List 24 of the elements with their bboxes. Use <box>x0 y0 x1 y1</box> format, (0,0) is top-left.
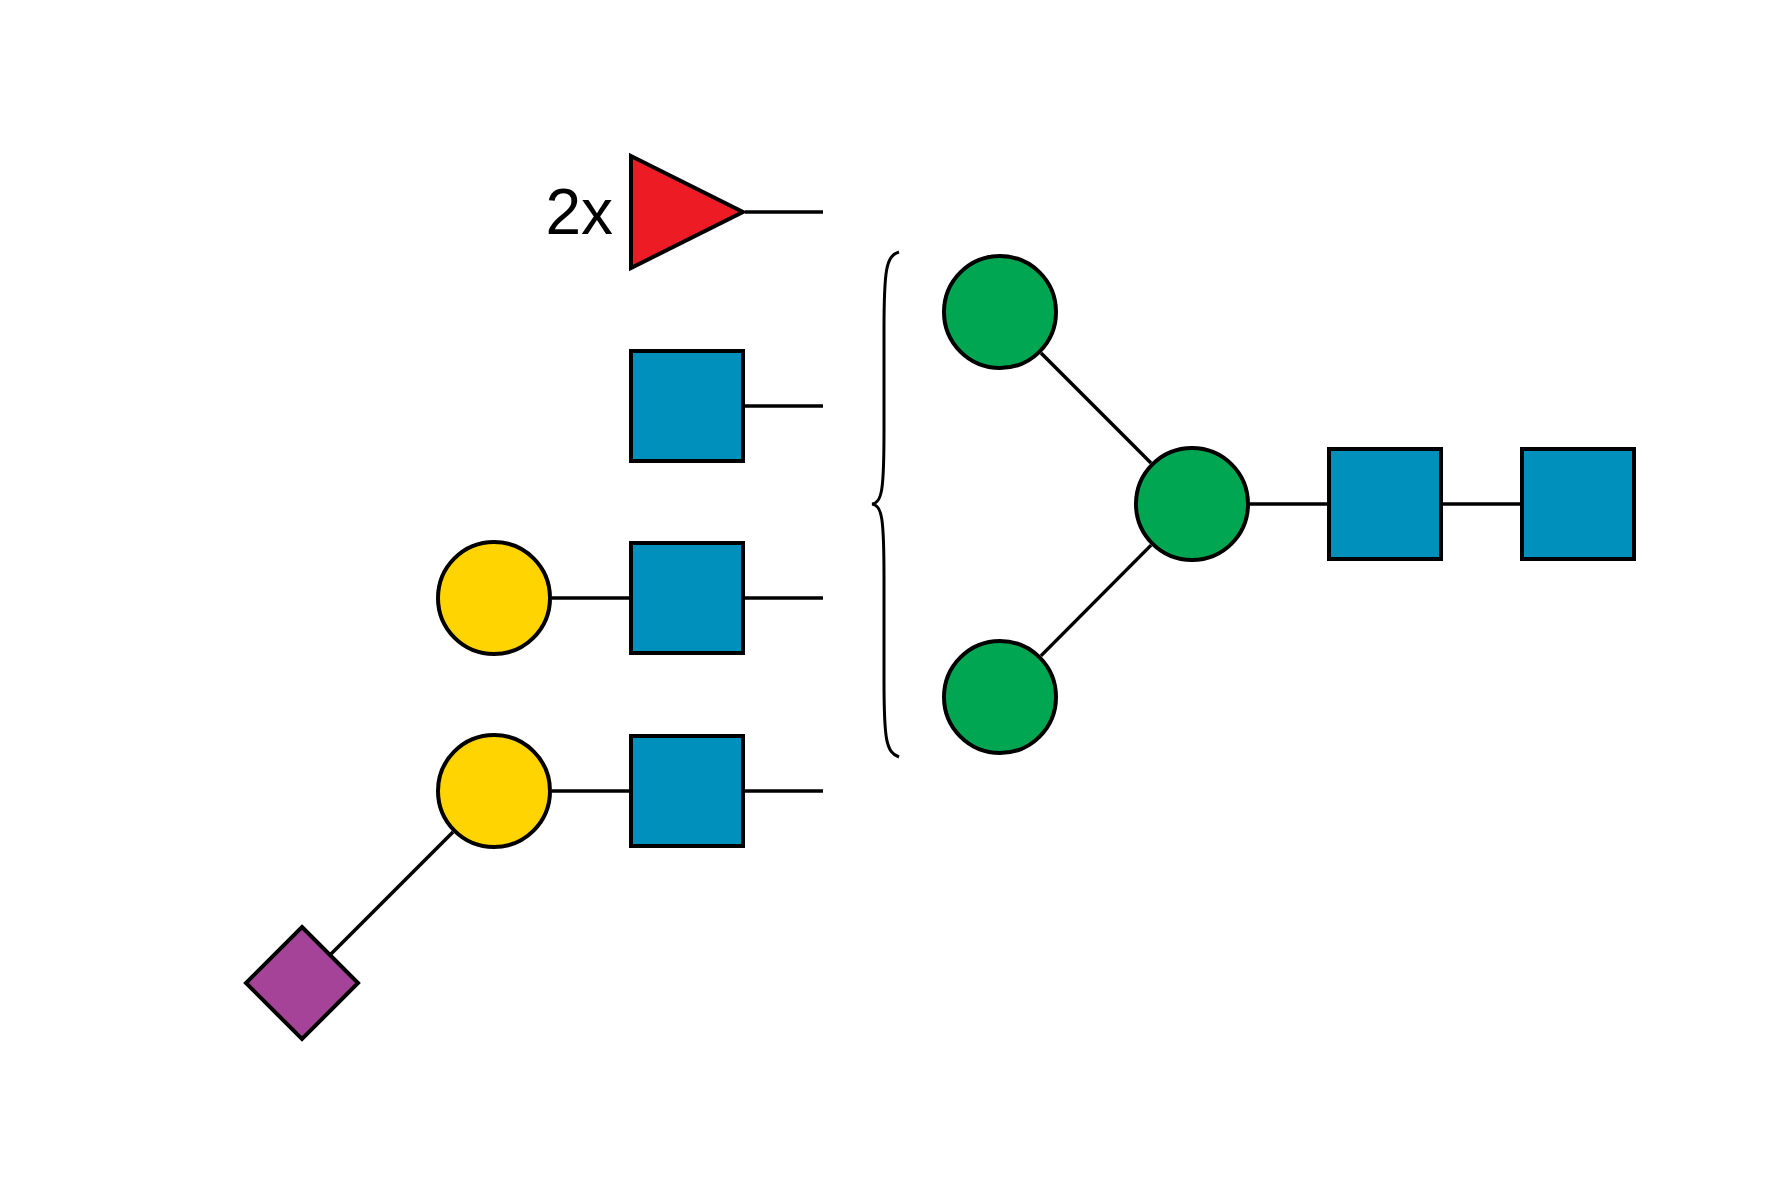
connector-line <box>1250 502 1327 506</box>
connector-line <box>745 404 823 408</box>
diamond-symbol <box>244 925 360 1041</box>
triangle-symbol <box>629 154 745 270</box>
square-symbol <box>1327 447 1443 561</box>
circle-symbol <box>942 639 1058 755</box>
circle-symbol <box>942 254 1058 370</box>
square-symbol <box>629 349 745 463</box>
connector-line <box>1039 351 1153 465</box>
connector-line <box>552 596 629 600</box>
connector-line <box>552 789 629 793</box>
connector-line <box>745 596 823 600</box>
connector-line <box>329 830 455 956</box>
connector-line <box>1039 543 1153 658</box>
multiplier-label: 2x <box>545 180 613 244</box>
circle-symbol <box>1134 446 1250 562</box>
square-symbol <box>629 541 745 655</box>
connector-line <box>1443 502 1520 506</box>
circle-symbol <box>436 733 552 849</box>
connector-line <box>745 789 823 793</box>
square-symbol <box>1520 447 1636 561</box>
square-symbol <box>629 734 745 848</box>
connector-line <box>745 210 823 214</box>
circle-symbol <box>436 540 552 656</box>
